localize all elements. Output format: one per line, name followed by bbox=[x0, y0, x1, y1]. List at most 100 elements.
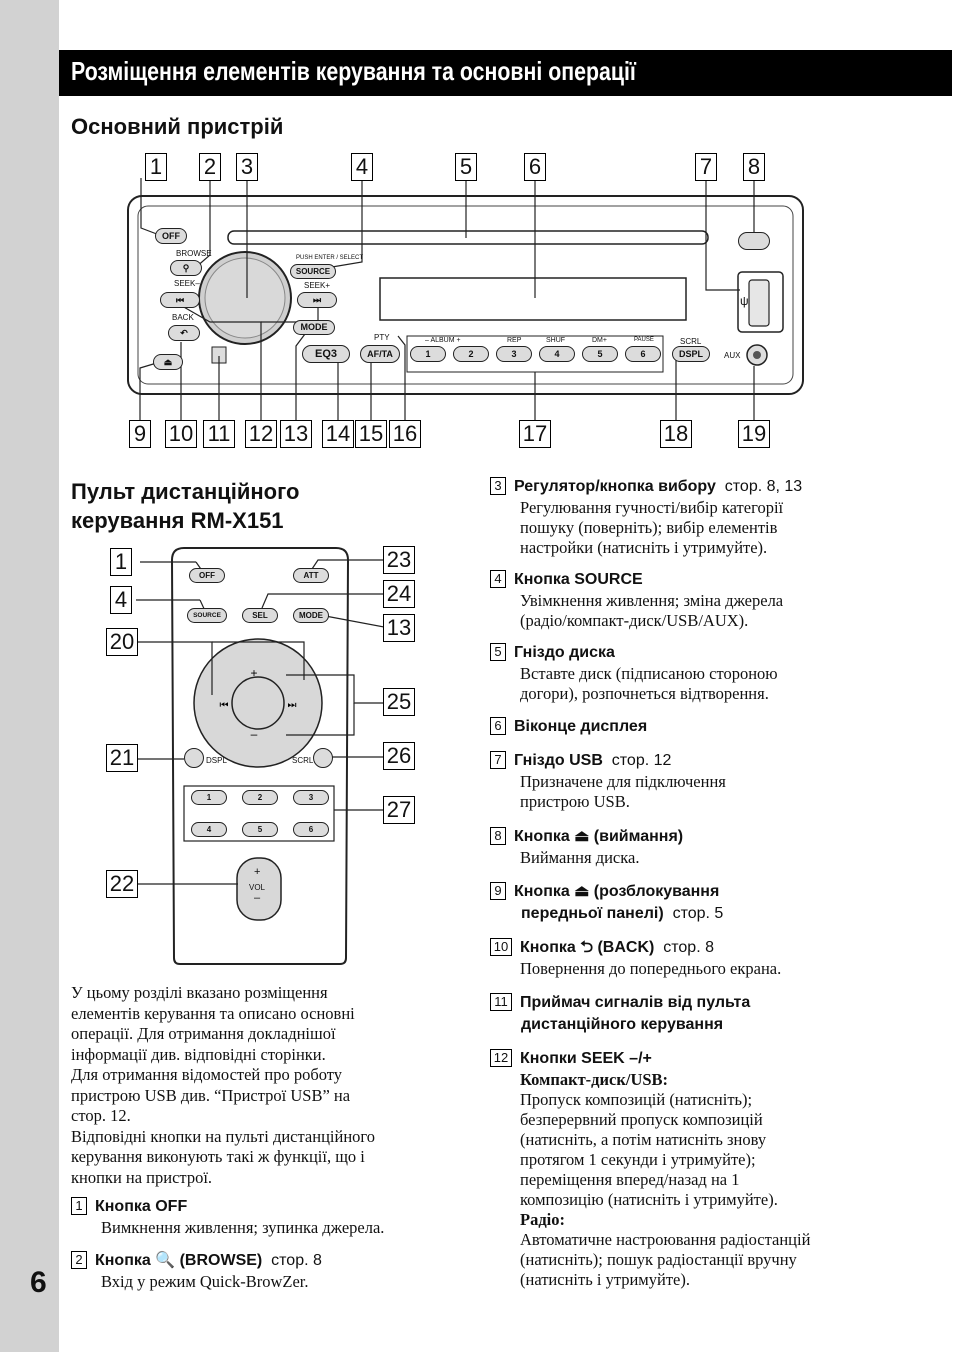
entry-title: передньої панелі) bbox=[521, 905, 664, 922]
remote-off-button[interactable]: OFF bbox=[189, 568, 225, 583]
entry-title: Кнопка OFF bbox=[95, 1198, 188, 1215]
vol-minus-label[interactable]: – bbox=[254, 892, 261, 904]
entry-number: 9 bbox=[490, 882, 506, 900]
page-title: Розміщення елементів керування та основн… bbox=[71, 56, 636, 86]
preset-1-button[interactable]: 1 bbox=[410, 346, 446, 362]
remote-heading: Пульт дистанційного керування RM-X151 bbox=[71, 477, 299, 535]
entry-ref: стор. 12 bbox=[611, 752, 672, 769]
vol-plus-label[interactable]: + bbox=[254, 866, 261, 878]
preset-2-button[interactable]: 2 bbox=[453, 346, 489, 362]
af-ta-button[interactable]: AF/TA bbox=[360, 345, 400, 363]
entry-body: Повернення до попереднього екрана. bbox=[520, 959, 782, 978]
entry-body: протягом 1 секунди і утримуйте); bbox=[520, 1150, 756, 1169]
scrl-label: SCRL bbox=[680, 337, 702, 346]
remote-marker-24: 24 bbox=[383, 580, 415, 608]
marker-16: 16 bbox=[389, 420, 421, 448]
entry-number: 7 bbox=[490, 751, 506, 769]
seek-minus-label: SEEK– bbox=[174, 279, 200, 288]
back-button[interactable]: ↶ bbox=[168, 325, 200, 341]
remote-6-button[interactable]: 6 bbox=[293, 822, 329, 837]
back-label: BACK bbox=[172, 313, 194, 322]
remote-3-button[interactable]: 3 bbox=[293, 790, 329, 805]
release-button[interactable]: ⏏ bbox=[153, 354, 183, 370]
remote-marker-4: 4 bbox=[110, 586, 132, 614]
entry-title: дистанційного керування bbox=[521, 1016, 724, 1033]
entry-body: Пропуск композицій (натисніть); bbox=[520, 1090, 753, 1109]
preset-3-button[interactable]: 3 bbox=[496, 346, 532, 362]
marker-19: 19 bbox=[738, 420, 770, 448]
seek-minus-button[interactable]: ⏮ bbox=[160, 292, 200, 308]
main-unit-diagram: 1 2 3 4 5 6 7 8 9 10 11 12 13 14 15 16 1… bbox=[0, 0, 954, 460]
mode-button[interactable]: MODE bbox=[293, 320, 335, 335]
main-unit-illustration bbox=[127, 178, 804, 420]
intro-line: інформації див. відповідні сторінки. bbox=[71, 1044, 326, 1064]
svg-text:⏮: ⏮ bbox=[220, 700, 229, 711]
marker-10: 10 bbox=[165, 420, 197, 448]
svg-text:+: + bbox=[250, 666, 257, 680]
eject-button[interactable] bbox=[738, 232, 770, 250]
search-icon: ⚲ bbox=[182, 263, 190, 273]
remote-2-button[interactable]: 2 bbox=[242, 790, 278, 805]
entry-body: Призначене для підключення bbox=[520, 772, 726, 791]
entry-title: Гніздо USB bbox=[514, 752, 603, 769]
marker-6: 6 bbox=[524, 153, 546, 181]
entry-title: Гніздо диска bbox=[514, 644, 615, 661]
remote-scrl-button[interactable] bbox=[313, 748, 333, 768]
remote-marker-22: 22 bbox=[106, 870, 138, 898]
eq3-button[interactable]: EQ3 bbox=[302, 345, 350, 363]
svg-text:–: – bbox=[251, 727, 258, 741]
remote-marker-20: 20 bbox=[106, 628, 138, 656]
browse-label: BROWSE bbox=[176, 249, 212, 258]
entry-title: Приймач сигналів від пульта bbox=[520, 994, 751, 1011]
remote-marker-1: 1 bbox=[110, 548, 132, 576]
seek-plus-button[interactable]: ⏭ bbox=[297, 292, 337, 308]
release-icon: ⏏ bbox=[163, 357, 173, 367]
entry-body: догори), розпочнеться відтворення. bbox=[520, 684, 769, 703]
browse-button[interactable]: ⚲ bbox=[170, 260, 202, 276]
remote-4-button[interactable]: 4 bbox=[191, 822, 227, 837]
off-button[interactable]: OFF bbox=[155, 228, 187, 244]
entry-body: Регулювання гучності/вибір категорії bbox=[520, 498, 784, 517]
page-number: 6 bbox=[30, 1266, 47, 1299]
entry-body: Вхід у режим Quick-BrowZer. bbox=[101, 1272, 309, 1291]
remote-source-button[interactable]: SOURCE bbox=[187, 608, 227, 623]
entry-title: Кнопка 🔍 (BROWSE) bbox=[95, 1252, 263, 1269]
entry-title: Регулятор/кнопка вибору bbox=[514, 478, 716, 495]
marker-4: 4 bbox=[351, 153, 373, 181]
marker-1: 1 bbox=[145, 153, 167, 181]
marker-2: 2 bbox=[199, 153, 221, 181]
remote-att-button[interactable]: ATT bbox=[293, 568, 329, 583]
remote-illustration: + – ⏮ ⏭ bbox=[136, 547, 385, 965]
back-arrow-icon: ↶ bbox=[180, 328, 188, 338]
pty-label: PTY bbox=[374, 333, 390, 342]
remote-1-button[interactable]: 1 bbox=[191, 790, 227, 805]
remote-sel-button[interactable]: SEL bbox=[242, 608, 278, 623]
preset-6-button[interactable]: 6 bbox=[625, 346, 661, 362]
dm-label: DM+ bbox=[592, 337, 607, 344]
remote-mode-button[interactable]: MODE bbox=[293, 608, 329, 623]
entry-ref: стор. 5 bbox=[672, 905, 724, 922]
main-unit-heading: Основний пристрій bbox=[71, 114, 284, 139]
aux-label: AUX bbox=[724, 351, 741, 360]
dspl-button[interactable]: DSPL bbox=[672, 346, 710, 362]
svg-text:⏭: ⏭ bbox=[288, 700, 297, 711]
entry-body: пристрою USB. bbox=[520, 792, 630, 811]
entry-body: настройки (натисніть і утримуйте). bbox=[520, 538, 768, 557]
remote-5-button[interactable]: 5 bbox=[242, 822, 278, 837]
pause-label: PAUSE bbox=[634, 337, 654, 343]
marker-3: 3 bbox=[236, 153, 258, 181]
preset-5-button[interactable]: 5 bbox=[582, 346, 618, 362]
entry-title: Кнопка ⏏ (розблокування bbox=[514, 883, 720, 900]
entry-number: 10 bbox=[490, 938, 512, 956]
entry-body: композицію (натисніть і утримуйте). bbox=[520, 1190, 778, 1209]
entry-body: Виймання диска. bbox=[520, 848, 640, 867]
preset-4-button[interactable]: 4 bbox=[539, 346, 575, 362]
marker-9: 9 bbox=[129, 420, 151, 448]
remote-dspl-button[interactable] bbox=[184, 748, 204, 768]
source-button[interactable]: SOURCE bbox=[290, 264, 336, 279]
